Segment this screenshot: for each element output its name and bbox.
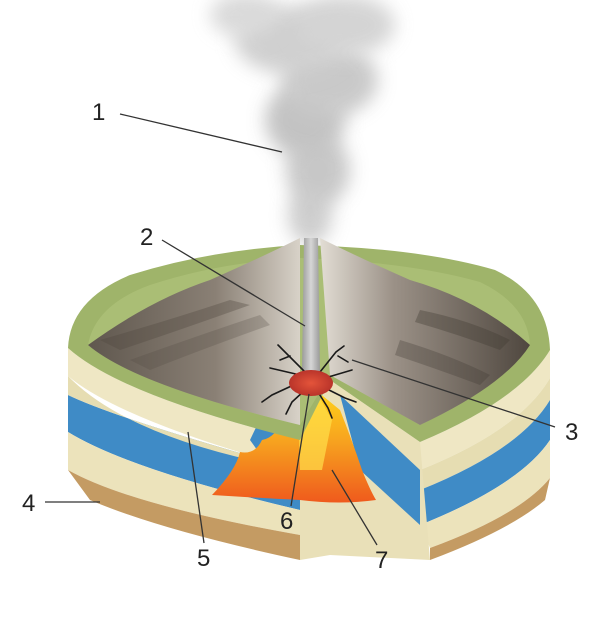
callout-6: 6 [280, 508, 293, 535]
callout-numbers: 1 2 3 4 5 6 7 [22, 99, 578, 574]
ash-plume [210, 0, 395, 245]
callout-3: 3 [565, 419, 578, 446]
callout-5: 5 [197, 545, 210, 572]
leader-3 [351, 359, 556, 428]
callout-4: 4 [22, 490, 35, 517]
callout-1: 1 [92, 99, 105, 126]
cut-face-right [330, 380, 430, 560]
leader-5 [187, 431, 205, 544]
contact-zone [261, 344, 357, 419]
leader-7 [331, 469, 378, 546]
cone [88, 238, 530, 425]
right-wall-layers [420, 350, 550, 560]
callout-7: 7 [375, 547, 388, 574]
callout-2: 2 [140, 224, 153, 251]
vent [302, 238, 320, 372]
leader-6 [290, 393, 310, 507]
leader-lines [45, 113, 556, 546]
leader-2 [161, 239, 306, 327]
leader-1 [119, 113, 283, 153]
